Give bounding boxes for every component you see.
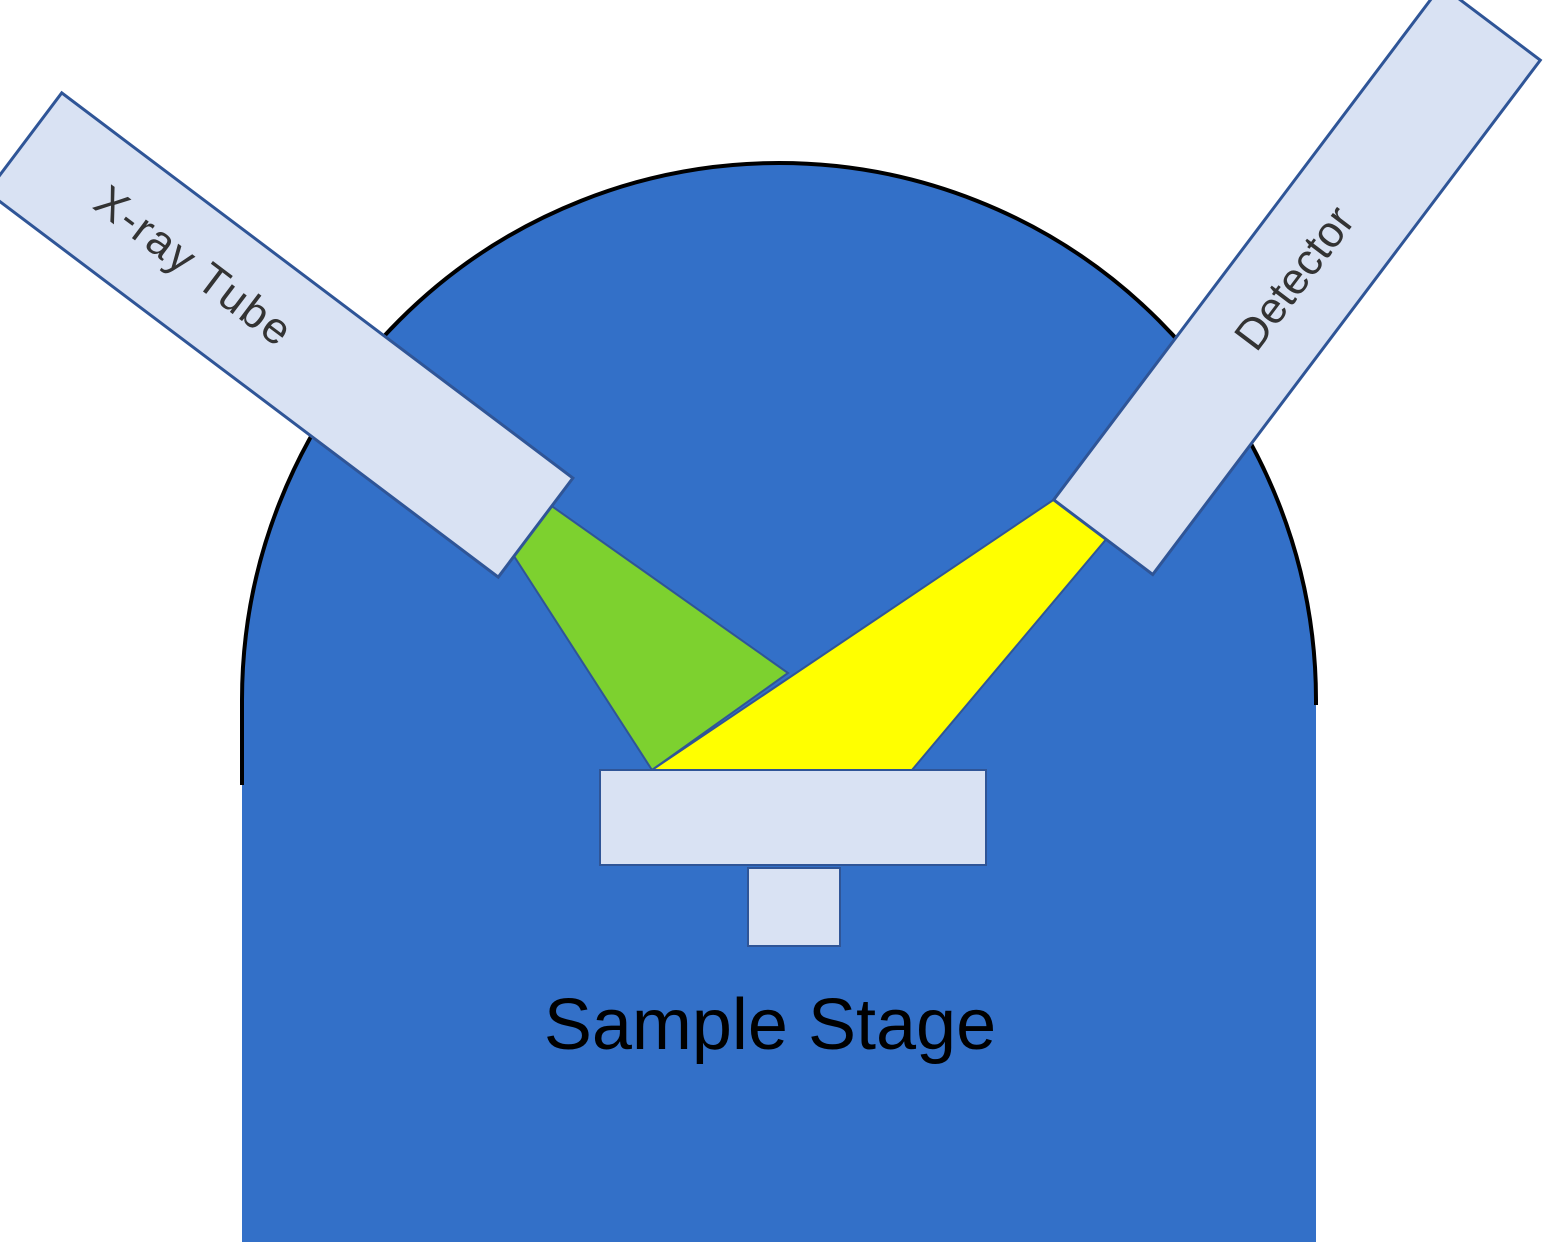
sample-stage-post: [747, 867, 841, 947]
xray-tube-body: [0, 90, 575, 580]
sample-stage-top: [599, 769, 987, 866]
detector: Detector: [1051, 0, 1543, 577]
detector-body: [1051, 0, 1543, 577]
chamber-outline: [240, 161, 1318, 785]
sample-stage-label: Sample Stage: [544, 985, 996, 1065]
